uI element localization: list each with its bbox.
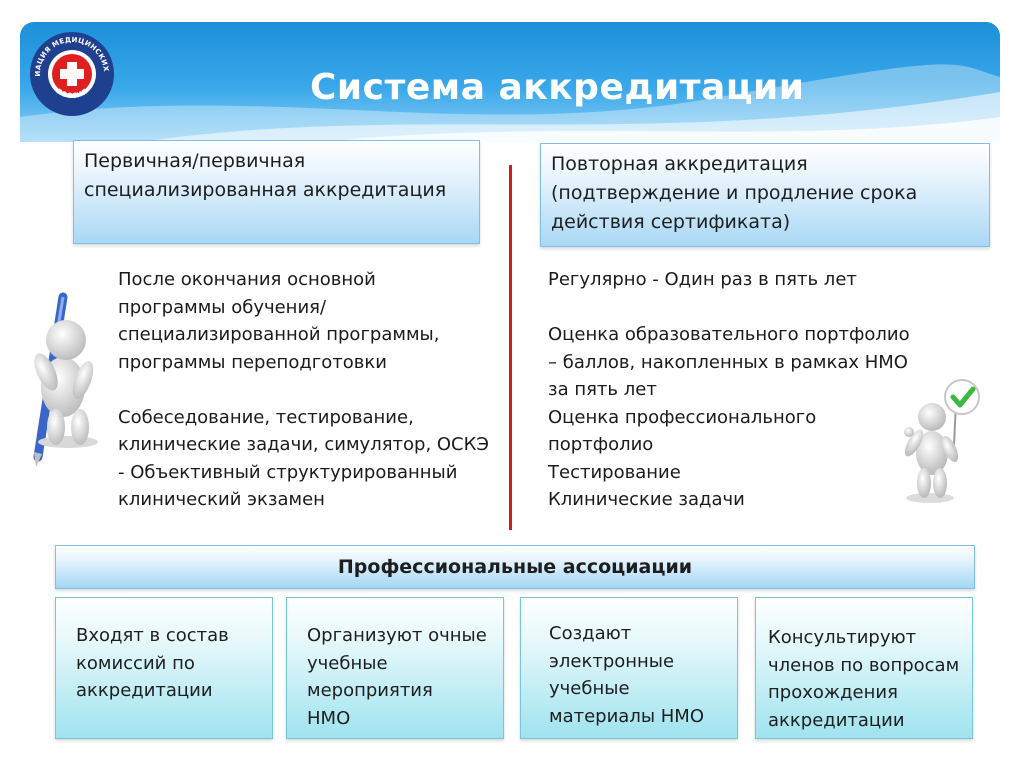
header-banner: Система аккредитации xyxy=(20,22,1000,142)
association-card-events: Организуют очные учебные мероприятия НМО xyxy=(286,597,504,739)
repeat-accreditation-heading: Повторная аккредитация (подтверждение и … xyxy=(540,143,990,247)
checkmark-icon xyxy=(944,379,980,415)
logo-text-bottom: РОССИЯ xyxy=(55,87,89,100)
repeat-accreditation-text: Регулярно - Один раз в пять лет Оценка о… xyxy=(548,269,910,510)
svg-text:РОССИЯ: РОССИЯ xyxy=(55,87,89,100)
association-card-commissions: Входят в состав комиссий по аккредитации xyxy=(55,597,273,739)
primary-accreditation-text: После окончания основной программы обуче… xyxy=(118,269,489,510)
column-divider xyxy=(509,165,512,530)
association-card-consulting: Консультируют членов по вопросам прохожд… xyxy=(755,597,973,739)
person-with-pen-icon xyxy=(33,292,98,467)
logo-icon: АССОЦИАЦИЯ МЕДИЦИНСКИХ СЕСТЕР РОССИЯ xyxy=(28,30,114,116)
page-title: Система аккредитации xyxy=(310,67,805,108)
person-with-checkmark-icon xyxy=(904,379,980,503)
associations-heading: Профессиональные ассоциации xyxy=(55,545,975,589)
primary-accreditation-heading: Первичная/первичная специализированная а… xyxy=(73,140,480,244)
association-card-materials: Создают электронные учебные материалы НМ… xyxy=(520,597,738,739)
header-waves xyxy=(20,64,1000,142)
